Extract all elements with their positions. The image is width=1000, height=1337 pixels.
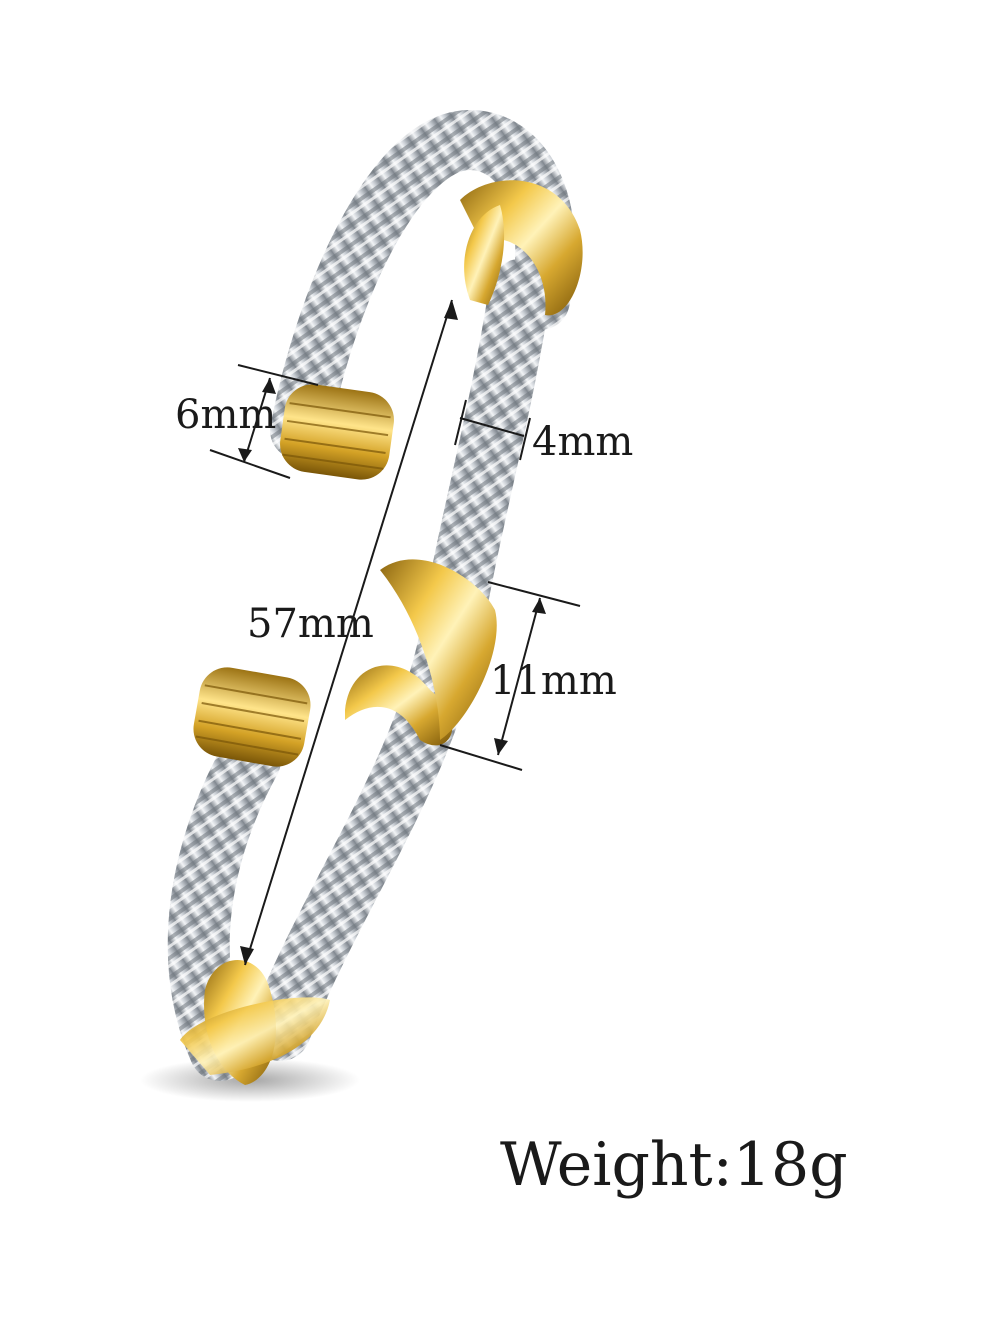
dimension-lines: [209, 299, 581, 966]
dim-6mm-ext-bottom: [209, 449, 291, 479]
dim-11mm-ext-bottom: [439, 744, 523, 771]
gold-end-cap-upper: [280, 384, 394, 480]
dim-4mm-ext-left: [454, 399, 467, 446]
gold-x-accent-top: [460, 180, 583, 316]
dimension-end-cap-label: 6mm: [175, 392, 277, 438]
dim-4mm-arrow: [459, 417, 525, 437]
dim-11mm-arrow: [497, 597, 541, 756]
dim-4mm-ext-right: [519, 417, 531, 461]
weight-label: Weight:18g: [500, 1130, 848, 1200]
dimension-accent-width-label: 11mm: [490, 658, 617, 704]
dim-57mm-arrow: [244, 299, 453, 966]
gold-x-accent-bottom: [180, 960, 330, 1085]
dimension-arrowheads: [238, 300, 546, 965]
dim-11mm-ext-top: [487, 581, 581, 607]
dim-6mm-ext-top: [237, 364, 319, 386]
dimension-cable-thickness-label: 4mm: [532, 419, 634, 465]
gold-x-accent-middle: [345, 559, 497, 746]
gold-end-cap-lower: [193, 667, 311, 767]
dimension-inner-span-label: 57mm: [247, 601, 374, 647]
